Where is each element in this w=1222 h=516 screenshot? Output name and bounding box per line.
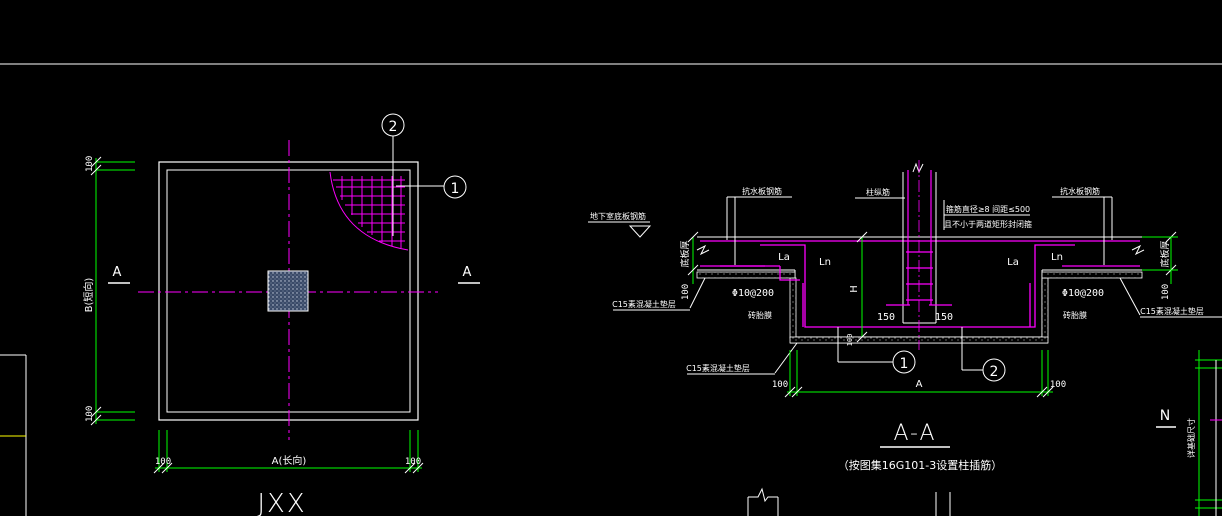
section-column-rebars bbox=[906, 170, 933, 305]
section-callout-1-circle bbox=[892, 350, 916, 374]
plan-section-mark-right: A bbox=[463, 265, 472, 280]
plan-column-section bbox=[267, 270, 309, 312]
plan-callout-2-label: 2 bbox=[389, 119, 398, 135]
plan-bottom-dimension bbox=[153, 430, 424, 474]
section-dim-a: A bbox=[916, 379, 923, 390]
plan-callout-2-circle bbox=[381, 113, 405, 137]
right-edge-label-vertical: 详基础尺寸 bbox=[1186, 418, 1196, 458]
section-label-phi-right: Φ10@200 bbox=[1062, 288, 1104, 299]
section-label-slab-left: 底板厚 bbox=[679, 240, 691, 267]
section-slab bbox=[696, 236, 1145, 271]
section-label-phi-left: Φ10@200 bbox=[732, 288, 774, 299]
section-floor-level-marker bbox=[628, 225, 652, 238]
section-c15-bottom-leader bbox=[774, 342, 798, 374]
right-edge-partial: N 详基础尺寸 bbox=[1156, 350, 1222, 516]
section-label-ln-1: Ln bbox=[819, 257, 831, 268]
section-brick-mold-right bbox=[1041, 277, 1049, 339]
section-cushion-right bbox=[1041, 271, 1143, 279]
plan-callout-1-circle bbox=[443, 175, 467, 199]
section-label-100-left: 100 bbox=[681, 284, 691, 300]
section-rebars bbox=[700, 240, 1140, 328]
section-dim-100-left: 100 bbox=[772, 380, 788, 390]
section-label-c15-right: C15素混凝土垫层 bbox=[1140, 306, 1204, 316]
section-label-150-right: 150 bbox=[935, 312, 953, 323]
section-dim-h bbox=[856, 231, 868, 343]
right-edge-label-n: N bbox=[1160, 408, 1170, 424]
plan-view: 1 2 A A 100 B(短向) 100 bbox=[82, 113, 480, 516]
section-c15-right-leader bbox=[1119, 277, 1141, 316]
section-label-la-1: La bbox=[778, 252, 790, 263]
section-c15-left-leader bbox=[689, 277, 706, 309]
left-edge-frame bbox=[0, 354, 27, 516]
section-subtitle: （按图集16G101-3设置柱插筋） bbox=[838, 458, 1002, 472]
plan-dim-a-label: A(长向) bbox=[272, 454, 307, 467]
section-column bbox=[902, 162, 937, 324]
section-callout-2-circle bbox=[982, 358, 1006, 382]
section-label-100-right: 100 bbox=[1161, 284, 1171, 300]
plan-rebar-grid bbox=[329, 171, 409, 251]
section-dim-pad-thickness: 100 bbox=[846, 334, 854, 347]
plan-dim-edge-top: 100 bbox=[85, 156, 95, 172]
section-bottom-dimension bbox=[784, 350, 1054, 398]
section-slab-thickness-dims bbox=[687, 231, 1178, 284]
section-note-stirrup-1: 箍筋直径≥8 间距≤500 bbox=[946, 204, 1030, 214]
section-view: H 底板厚 底板厚 100 100 La Ln La Ln 150 150 Φ1… bbox=[588, 160, 1222, 516]
section-dim-100-right: 100 bbox=[1050, 380, 1066, 390]
section-label-slab-right: 底板厚 bbox=[1159, 240, 1171, 267]
section-label-brick-left: 砖胎膜 bbox=[748, 310, 772, 320]
plan-title: JXX bbox=[257, 489, 306, 516]
section-note-anti-float-left: 抗水板钢筋 bbox=[742, 186, 782, 196]
section-label-c15-left: C15素混凝土垫层 bbox=[612, 299, 676, 309]
plan-dim-edge-left: 100 bbox=[155, 457, 171, 467]
section-callout-1-label: 1 bbox=[900, 356, 909, 372]
section-note-column-bar: 柱纵筋 bbox=[866, 187, 890, 197]
plan-callout-1-label: 1 bbox=[451, 181, 460, 197]
plan-left-dimension bbox=[90, 156, 135, 426]
section-label-150-left: 150 bbox=[877, 312, 895, 323]
section-label-brick-right: 砖胎膜 bbox=[1063, 310, 1087, 320]
section-note-stirrup-2: 且不小于两道矩形封闭箍 bbox=[944, 219, 1032, 229]
section-label-ln-2: Ln bbox=[1051, 252, 1063, 263]
section-bottom-partial bbox=[747, 487, 951, 516]
section-label-h: H bbox=[849, 285, 860, 293]
section-label-la-2: La bbox=[1007, 257, 1019, 268]
section-cushion-left bbox=[696, 271, 796, 279]
plan-dim-b-label: B(短向) bbox=[82, 278, 95, 313]
plan-section-mark-left: A bbox=[113, 265, 122, 280]
section-title: A-A bbox=[893, 421, 936, 446]
section-note-floor-bar: 地下室底板钢筋 bbox=[590, 211, 646, 221]
section-brick-mold-left bbox=[789, 277, 797, 339]
plan-dim-edge-right: 100 bbox=[405, 457, 421, 467]
section-callout-2-label: 2 bbox=[990, 364, 999, 380]
section-note-anti-float-right: 抗水板钢筋 bbox=[1060, 186, 1100, 196]
section-label-c15-bottom: C15素混凝土垫层 bbox=[686, 363, 750, 373]
plan-dim-edge-bottom: 100 bbox=[85, 406, 95, 422]
